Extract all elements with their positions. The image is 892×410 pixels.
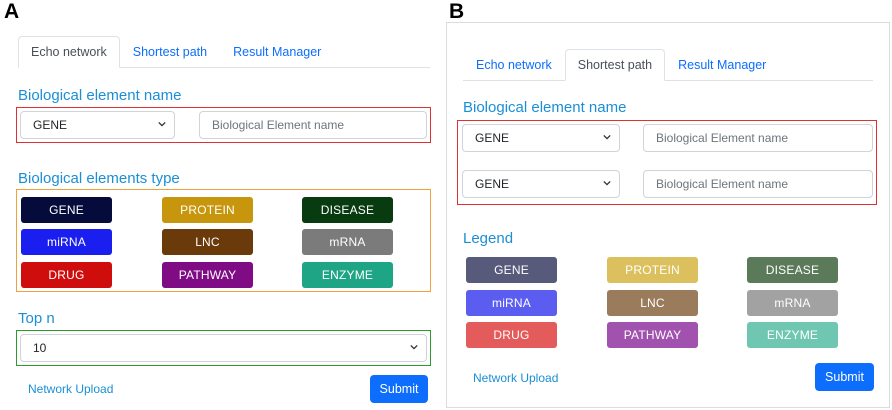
types-group [16,189,431,292]
submit-button[interactable]: Submit [370,375,428,403]
panel-a: Echo network Shortest path Result Manage… [0,0,440,410]
chip-disease: DISEASE [747,257,838,283]
chip-protein[interactable]: PROTEIN [162,197,253,223]
source-type-select[interactable]: GENE [462,124,620,152]
tab-shortest-path[interactable]: Shortest path [564,49,666,81]
element-name-group [16,107,431,143]
tab-bar: Echo network Shortest path Result Manage… [18,36,430,68]
chip-gene: GENE [466,257,557,283]
topn-title: Top n [18,310,55,327]
network-upload-link[interactable]: Network Upload [473,371,559,385]
chip-enzyme[interactable]: ENZYME [302,262,393,288]
network-upload-link[interactable]: Network Upload [28,382,114,396]
chip-mirna[interactable]: miRNA [21,229,112,255]
submit-button[interactable]: Submit [815,363,874,391]
tab-echo-network[interactable]: Echo network [476,58,552,72]
chip-drug: DRUG [466,322,557,348]
tab-result-manager[interactable]: Result Manager [233,45,322,59]
tab-shortest-path[interactable]: Shortest path [132,45,208,59]
topn-group [16,330,431,366]
select-value: GENE [475,177,510,191]
element-name-group [457,120,877,205]
topn-select[interactable]: 10 [20,334,427,362]
chip-mirna: miRNA [466,290,557,316]
chevron-down-icon [603,134,611,140]
chip-mrna: mRNA [747,290,838,316]
panel-b: Echo network Shortest path Result Manage… [446,22,890,408]
tab-bar: Echo network Shortest path Result Manage… [463,49,873,81]
panel-letter-b: B [449,0,465,23]
chip-lnc: LNC [607,290,698,316]
chip-drug[interactable]: DRUG [21,262,112,288]
element-name-title: Biological element name [18,87,182,104]
chip-enzyme: ENZYME [747,322,838,348]
source-name-input[interactable] [643,124,873,152]
chip-disease[interactable]: DISEASE [302,197,393,223]
chip-pathway: PATHWAY [607,322,698,348]
chip-lnc[interactable]: LNC [162,229,253,255]
target-type-select[interactable]: GENE [462,170,620,198]
types-title: Biological elements type [18,170,180,187]
tab-result-manager[interactable]: Result Manager [678,58,767,72]
chevron-down-icon [603,180,611,186]
element-name-title: Biological element name [463,99,627,116]
chevron-down-icon [158,121,166,127]
legend-title: Legend [463,230,514,247]
chip-protein: PROTEIN [607,257,698,283]
chip-gene[interactable]: GENE [21,197,112,223]
element-name-input[interactable] [199,111,427,139]
tab-echo-network[interactable]: Echo network [18,36,120,68]
select-value: GENE [475,131,510,145]
element-type-select[interactable]: GENE [20,111,175,139]
panel-letter-a: A [4,0,20,23]
chip-mrna[interactable]: mRNA [302,229,393,255]
select-value: GENE [33,118,68,132]
chip-pathway[interactable]: PATHWAY [162,262,253,288]
select-value: 10 [33,341,47,355]
target-name-input[interactable] [643,170,873,198]
chevron-down-icon [410,344,418,350]
